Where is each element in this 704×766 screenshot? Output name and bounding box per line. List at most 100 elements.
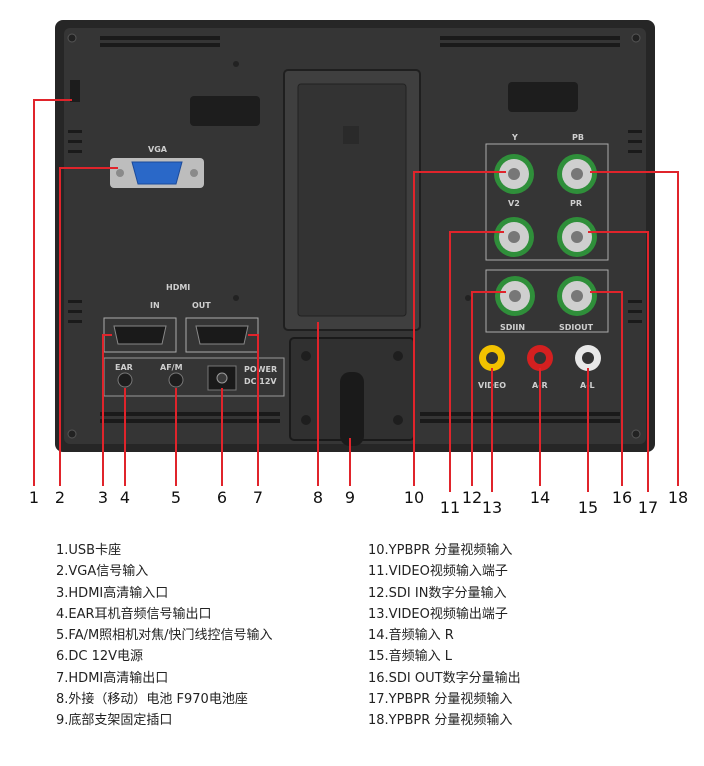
mount-screw [393,351,403,361]
legend-left: 1.USB卡座 2.VGA信号输入 3.HDMI高清输入口 4.EAR耳机音频信… [56,540,273,732]
callout-number: 3 [97,488,109,507]
v2-label: V2 [508,199,520,208]
speaker-grill-left [190,96,260,126]
pr-label: PR [570,199,582,208]
legend-item: 9.底部支架固定插口 [56,713,173,729]
sdi-in-label: SDIIN [500,323,525,332]
leader-line-1 [33,99,72,486]
callout-number: 4 [119,488,131,507]
callout-number: 6 [216,488,228,507]
leader-line-18 [590,171,679,486]
sdi-out-label: SDIOUT [559,323,594,332]
screw [233,295,239,301]
legend-item: 8.外接（移动）电池 F970电池座 [56,692,248,708]
legend-item: 12.SDI IN数字分量输入 [368,585,507,601]
callout-number: 2 [54,488,66,507]
afm-jack [168,372,184,388]
usb-slot [70,80,80,102]
leader-line-3 [102,334,112,486]
legend-item: 1.USB卡座 [56,543,122,558]
legend-item: 15.音频输入 L [368,649,453,665]
callout-number: 5 [170,488,182,507]
callout-number: 10 [403,488,425,507]
callout-number: 18 [667,488,689,507]
callout-number: 17 [637,498,659,517]
legend-item: 10.YPBPR 分量视频输入 [368,543,513,558]
leader-line-7 [248,334,259,486]
legend-item: 4.EAR耳机音频信号输出口 [56,606,212,622]
callout-number: 11 [439,498,461,517]
corner-screw [631,429,641,439]
leader-line-16 [590,291,623,486]
vga-port [131,161,183,185]
afm-label: AF/M [160,363,183,372]
sdi-frame [485,269,609,333]
power-label-1: POWER [244,365,277,374]
vga-screw [190,169,198,177]
side-vent-left [68,130,82,323]
callout-number: 15 [577,498,599,517]
bnc-sdi-out [557,276,597,316]
bottom-vent-left [100,412,280,423]
legend-item: 17.YPBPR 分量视频输入 [368,692,513,708]
top-vent-right [440,36,620,47]
rca-audio-l [575,345,601,371]
corner-screw [67,33,77,43]
ear-jack [117,372,133,388]
ear-label: EAR [115,363,133,372]
legend-item: 16.SDI OUT数字分量输出 [368,670,521,686]
vga-label: VGA [148,145,168,154]
callout-number: 13 [481,498,503,517]
callout-number: 9 [344,488,356,507]
callout-number: 1 [28,488,40,507]
battery-contact [343,126,359,144]
screw [465,295,471,301]
pb-label: PB [572,133,584,142]
stand-slot [340,372,364,446]
leader-line-17 [588,231,649,492]
hdmi-out-label: OUT [192,301,211,310]
callout-number: 16 [611,488,633,507]
ypbpr-frame [485,143,609,261]
callout-number: 14 [529,488,551,507]
mount-screw [301,415,311,425]
legend-item: 6.DC 12V电源 [56,649,144,665]
mount-screw [393,415,403,425]
corner-screw [67,429,77,439]
power-label-2: DC 12V [244,377,277,386]
bnc-pr [557,217,597,257]
screw [233,61,239,67]
hdmi-label: HDMI [166,283,190,292]
leader-line-10 [413,171,506,486]
bnc-sdi-in [495,276,535,316]
corner-screw [631,33,641,43]
monitor-rear-diagram: VGA HDMI IN OUT EAR AF/M POWER DC 12V Y … [33,20,679,492]
bnc-v2 [494,217,534,257]
hdmi-out-port [195,325,249,345]
hdmi-in-label: IN [150,301,160,310]
legend-item: 13.VIDEO视频输出端子 [368,606,508,622]
legend-right: 10.YPBPR 分量视频输入 11.VIDEO视频输入端子 12.SDI IN… [368,540,521,732]
callout-number: 7 [252,488,264,507]
side-vent-right [628,130,642,323]
bnc-pb [557,154,597,194]
vga-screw [116,169,124,177]
leader-line-12 [471,291,506,486]
top-vent-left [100,36,220,47]
rca-video [479,345,505,371]
legend-item: 5.FA/M照相机对焦/快门线控信号输入 [56,628,273,644]
speaker-grill-right [508,82,578,112]
bottom-vent-right [420,412,620,423]
legend-item: 3.HDMI高清输入口 [56,585,169,601]
hdmi-in-port [113,325,167,345]
rca-audio-r [527,345,553,371]
legend-item: 14.音频输入 R [368,628,454,644]
leader-lines [33,99,679,492]
mount-screw [301,351,311,361]
y-label: Y [511,133,518,142]
power-jack [216,372,228,384]
leader-line-11 [449,231,504,492]
battery-slot [297,83,407,317]
legend-item: 2.VGA信号输入 [56,564,149,580]
leader-line-2 [59,167,118,486]
